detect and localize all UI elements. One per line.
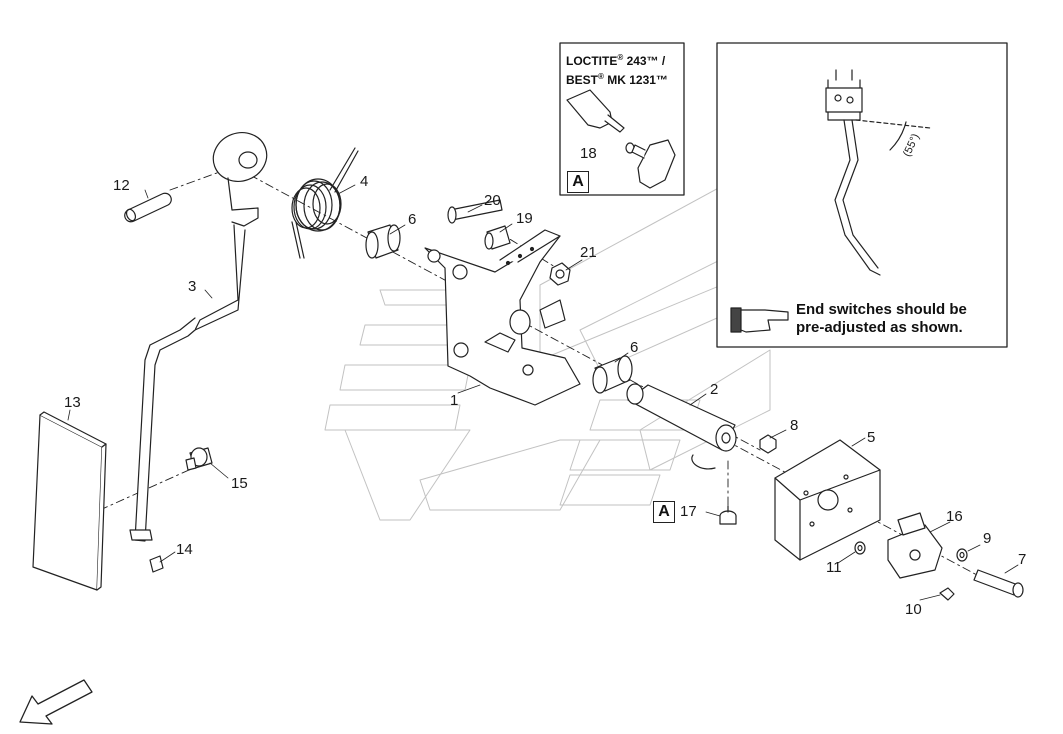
loctite-reference-marker: A — [653, 501, 675, 523]
callout-9: 9 — [983, 530, 992, 547]
switch-adjustment-detail-box — [716, 42, 1008, 348]
callout-1: 1 — [450, 392, 459, 409]
part-9-washer — [956, 548, 968, 562]
adhesive-reference-marker: A — [567, 171, 589, 193]
callout-4: 4 — [360, 173, 369, 190]
part-13-pedal-pad — [32, 411, 107, 591]
callout-19: 19 — [516, 210, 533, 227]
callout-20: 20 — [484, 192, 501, 209]
part-17-screw — [719, 505, 737, 525]
callout-11: 11 — [826, 559, 842, 576]
callout-14: 14 — [176, 541, 193, 558]
part-7-bolt — [973, 569, 1024, 598]
part-11-washer — [854, 541, 866, 555]
adhesive-spec: LOCTITE® 243™ / BEST® MK 1231™ — [566, 53, 668, 87]
adjustment-note-line-1: End switches should be — [796, 301, 967, 318]
part-1-bracket — [424, 229, 581, 406]
pointing-hand-icon — [730, 307, 789, 333]
part-3-pedal-lever — [129, 132, 268, 542]
callout-18: 18 — [580, 145, 597, 162]
part-15-bolt — [185, 447, 213, 471]
callout-17: 17 — [680, 503, 697, 520]
callout-5: 5 — [867, 429, 876, 446]
callout-2: 2 — [710, 381, 719, 398]
leader-lines — [67, 184, 1019, 601]
part-20-bolt — [447, 199, 503, 224]
part-8-nut — [759, 434, 777, 454]
callout-10: 10 — [905, 601, 922, 618]
adjustment-note-line-2: pre-adjusted as shown. — [796, 319, 963, 336]
callout-12: 12 — [113, 177, 130, 194]
adhesive-callout-box — [559, 42, 685, 196]
callout-16: 16 — [946, 508, 963, 525]
part-14-clip — [149, 555, 164, 573]
part-12-pin — [124, 192, 172, 223]
callout-6-upper: 6 — [408, 211, 417, 228]
part-10-screw — [939, 587, 955, 601]
part-4-spring — [291, 147, 359, 259]
callout-8: 8 — [790, 417, 799, 434]
part-5-housing — [774, 439, 881, 561]
callout-7: 7 — [1018, 551, 1027, 568]
adjustment-note: End switches should be pre-adjusted as s… — [796, 301, 967, 337]
callout-3: 3 — [188, 278, 197, 295]
part-19-pin — [484, 225, 511, 250]
adhesive-bottle-icon — [566, 89, 676, 189]
watermark-logo — [324, 159, 781, 521]
direction-arrow-icon — [19, 679, 93, 725]
callout-21: 21 — [580, 244, 597, 261]
callout-13: 13 — [64, 394, 81, 411]
part-21-nut — [549, 262, 571, 286]
part-2-shaft — [626, 383, 737, 470]
callout-6-lower: 6 — [630, 339, 639, 356]
callout-15: 15 — [231, 475, 248, 492]
detail-switch-drawing — [825, 69, 931, 276]
part-16-switch — [887, 512, 943, 579]
part-6-bushing-lower — [592, 355, 633, 394]
